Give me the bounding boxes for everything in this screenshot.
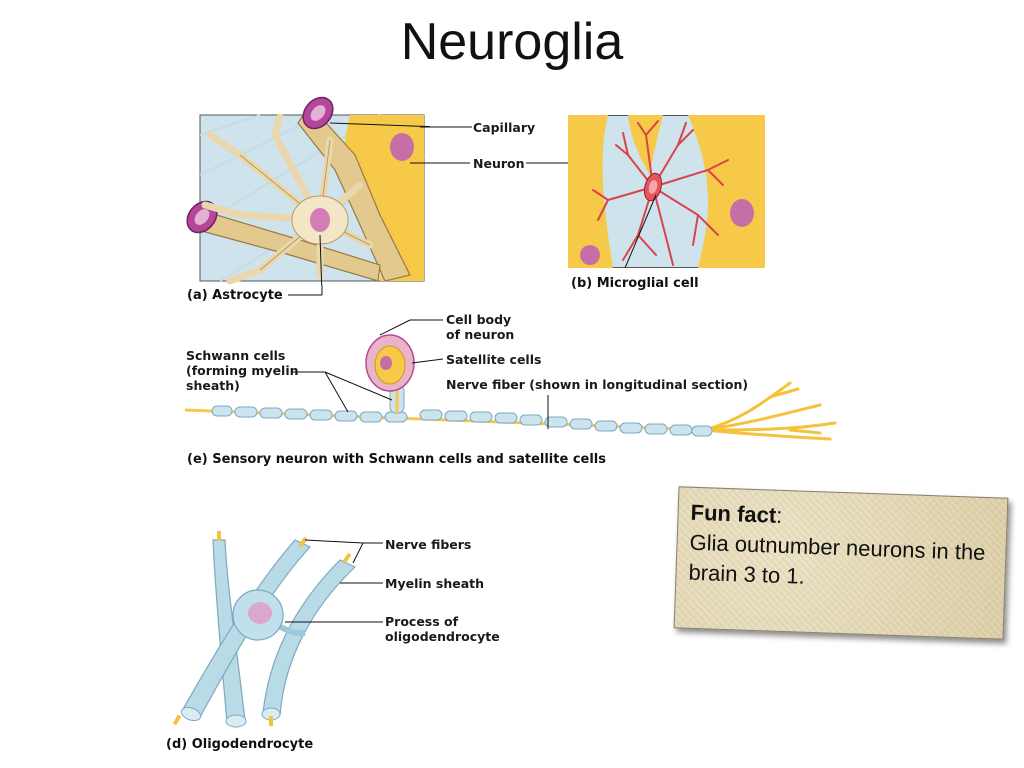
label-process-oligodendrocyte: Process of oligodendrocyte <box>385 614 500 644</box>
label-process-line2: oligodendrocyte <box>385 629 500 644</box>
caption-oligodendrocyte: (d) Oligodendrocyte <box>166 737 314 752</box>
fun-fact-heading: Fun fact <box>690 499 777 528</box>
oligodendrocyte-illustration <box>172 531 383 728</box>
astrocyte-panel <box>180 95 471 296</box>
label-cell-body: Cell body of neuron <box>446 312 514 342</box>
leader-capillary <box>420 126 472 128</box>
label-neuron: Neuron <box>473 156 525 171</box>
microglia-panel <box>568 115 765 269</box>
microglia-illustration <box>568 115 765 269</box>
label-cell-body-line2: of neuron <box>446 327 515 342</box>
label-schwann-cells: Schwann cells (forming myelin sheath) <box>186 348 299 393</box>
fun-fact-note: Fun fact: Glia outnumber neurons in the … <box>673 486 1009 640</box>
leader-astrocyte <box>288 285 323 296</box>
label-schwann-line2: (forming myelin <box>186 363 299 378</box>
caption-sensory-neuron: (e) Sensory neuron with Schwann cells an… <box>187 452 606 467</box>
label-schwann-line3: sheath) <box>186 378 240 393</box>
slide-title: Neuroglia <box>400 13 624 71</box>
label-capillary: Capillary <box>473 120 536 135</box>
label-nerve-fiber: Nerve fiber (shown in longitudinal secti… <box>446 377 749 392</box>
sensory-neuron-illustration <box>184 319 837 441</box>
label-cell-body-line1: Cell body <box>446 312 512 327</box>
label-satellite-cells: Satellite cells <box>446 352 542 367</box>
caption-microglia: (b) Microglial cell <box>571 276 699 291</box>
label-process-line1: Process of <box>385 614 459 629</box>
astrocyte-illustration <box>186 96 471 296</box>
label-nerve-fibers: Nerve fibers <box>385 537 472 552</box>
label-myelin-sheath: Myelin sheath <box>385 576 485 591</box>
fun-fact-colon: : <box>775 502 783 528</box>
caption-astrocyte: (a) Astrocyte <box>187 288 283 303</box>
fun-fact-text: Glia outnumber neurons in the brain 3 to… <box>688 529 986 589</box>
label-schwann-line1: Schwann cells <box>186 348 286 363</box>
